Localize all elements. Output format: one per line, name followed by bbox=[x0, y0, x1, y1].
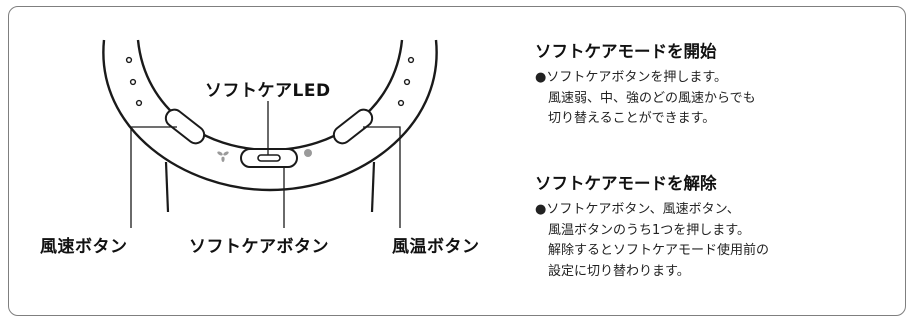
label-wind-speed-button: 風速ボタン bbox=[40, 237, 128, 257]
body-line: 風速弱、中、強のどの風速からでも bbox=[548, 90, 756, 106]
handle-right-line bbox=[370, 161, 376, 213]
air-hole bbox=[403, 78, 411, 86]
wind-speed-button[interactable] bbox=[162, 106, 207, 146]
section-body: ●ソフトケアボタン、風速ボタン、 風温ボタンのうち1つを押します。 解除するとソ… bbox=[535, 200, 895, 282]
heat-dot-icon bbox=[304, 149, 312, 157]
section-start-softcare: ソフトケアモードを開始 ●ソフトケアボタンを押します。 風速弱、中、強のどの風速… bbox=[535, 38, 895, 130]
air-hole bbox=[135, 99, 143, 107]
body-line: 設定に切り替わります。 bbox=[548, 263, 690, 279]
label-softcare-led: ソフトケアLED bbox=[205, 81, 331, 101]
wind-temp-button[interactable] bbox=[330, 106, 375, 146]
section-title: ソフトケアモードを解除 bbox=[535, 174, 717, 193]
bullet-icon: ● bbox=[535, 70, 547, 85]
wind-speed-callout-line bbox=[130, 126, 177, 228]
body-line: ●ソフトケアボタン、風速ボタン、 bbox=[535, 202, 740, 217]
handle-left-line bbox=[164, 161, 170, 213]
body-line: ●ソフトケアボタンを押します。 bbox=[535, 70, 728, 85]
air-hole bbox=[407, 56, 415, 64]
section-title: ソフトケアモードを開始 bbox=[535, 42, 717, 61]
air-hole bbox=[397, 99, 405, 107]
dryer-outer-ring bbox=[102, 39, 438, 192]
body-line: 解除するとソフトケアモード使用前の bbox=[548, 243, 770, 258]
wind-temp-callout-line bbox=[363, 126, 401, 228]
softcare-led bbox=[257, 154, 281, 162]
fan-icon bbox=[217, 151, 229, 162]
softcare-button[interactable] bbox=[240, 148, 298, 168]
bullet-icon: ● bbox=[535, 202, 547, 217]
section-body: ●ソフトケアボタンを押します。 風速弱、中、強のどの風速からでも 切り替えること… bbox=[535, 68, 895, 130]
label-softcare-button: ソフトケアボタン bbox=[189, 237, 329, 257]
section-cancel-softcare: ソフトケアモードを解除 ●ソフトケアボタン、風速ボタン、 風温ボタンのうち1つを… bbox=[535, 170, 895, 282]
air-hole bbox=[125, 56, 133, 64]
label-wind-temp-button: 風温ボタン bbox=[392, 237, 480, 257]
air-hole bbox=[129, 78, 137, 86]
instruction-panel bbox=[8, 6, 906, 316]
body-line: 切り替えることができます。 bbox=[548, 111, 716, 126]
body-line: 風温ボタンのうち1つを押します。 bbox=[548, 222, 750, 238]
